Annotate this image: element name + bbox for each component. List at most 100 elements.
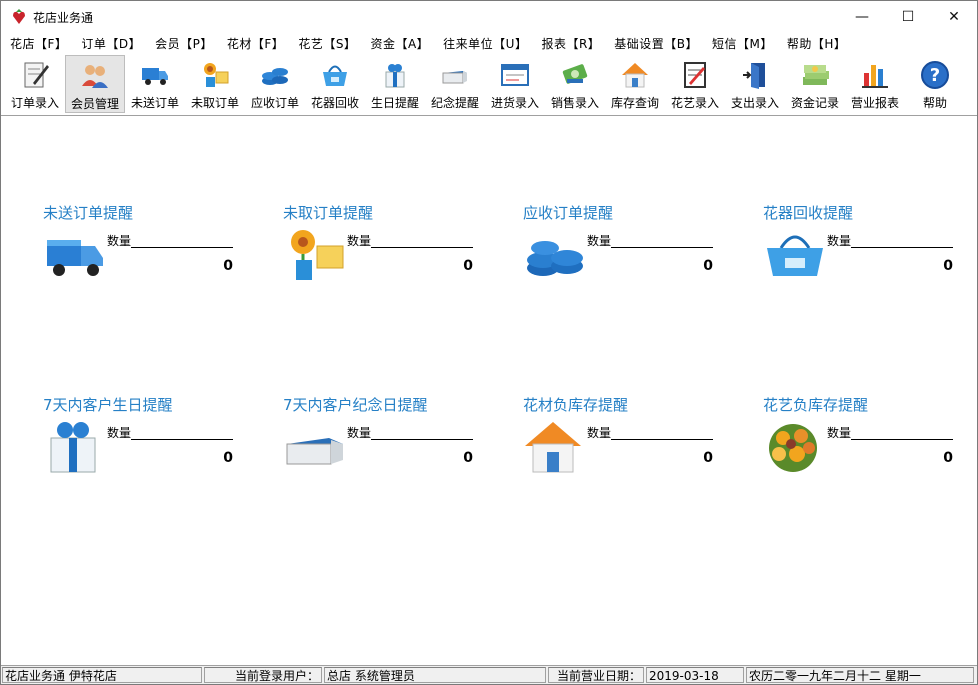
arrangement-entry-button[interactable]: 花艺录入 bbox=[665, 55, 725, 113]
member-icon bbox=[82, 65, 108, 88]
quantity-underline bbox=[371, 247, 473, 248]
card-unpicked-orders[interactable]: 未取订单提醒 数量 0 bbox=[283, 202, 483, 292]
card-container-recycle[interactable]: 花器回收提醒 数量 0 bbox=[763, 202, 963, 292]
card-title[interactable]: 未送订单提醒 bbox=[43, 204, 134, 222]
help-button[interactable]: ? 帮助 bbox=[905, 55, 965, 113]
quantity-value: 0 bbox=[703, 258, 713, 274]
purchase-form-icon bbox=[501, 64, 529, 86]
quantity-label: 数量 bbox=[107, 234, 132, 248]
basket-icon bbox=[767, 235, 823, 276]
maximize-button[interactable]: ☐ bbox=[885, 1, 931, 33]
quantity-underline bbox=[131, 439, 233, 440]
menu-funds[interactable]: 资金【A】 bbox=[370, 36, 430, 51]
dashboard: 未送订单提醒 数量 0 未取订单提醒 数量 0 应收订单提醒 数量 0 花器回收… bbox=[1, 116, 977, 661]
menu-arrangements[interactable]: 花艺【S】 bbox=[298, 36, 357, 51]
card-title[interactable]: 花艺负库存提醒 bbox=[763, 396, 869, 414]
card-title[interactable]: 7天内客户生日提醒 bbox=[43, 396, 173, 414]
quantity-label: 数量 bbox=[827, 234, 852, 248]
card-undelivered-orders[interactable]: 未送订单提醒 数量 0 bbox=[43, 202, 243, 292]
card-title[interactable]: 花材负库存提醒 bbox=[523, 396, 629, 414]
coins-icon bbox=[527, 241, 583, 276]
menu-help[interactable]: 帮助【H】 bbox=[786, 36, 847, 51]
menu-members[interactable]: 会员【P】 bbox=[155, 36, 213, 51]
quantity-value: 0 bbox=[943, 450, 953, 466]
anniversary-reminder-button[interactable]: 纪念提醒 bbox=[425, 55, 485, 113]
quantity-underline bbox=[851, 439, 953, 440]
quantity-value: 0 bbox=[223, 450, 233, 466]
quantity-value: 0 bbox=[943, 258, 953, 274]
unpicked-orders-button[interactable]: 未取订单 bbox=[185, 55, 245, 113]
status-user-label: 当前登录用户： bbox=[204, 667, 322, 683]
quantity-value: 0 bbox=[703, 450, 713, 466]
menu-orders[interactable]: 订单【D】 bbox=[81, 36, 142, 51]
close-button[interactable]: ✕ bbox=[931, 1, 977, 33]
minimize-icon: — bbox=[855, 9, 869, 25]
inventory-query-button[interactable]: 库存查询 bbox=[605, 55, 665, 113]
svg-text:?: ? bbox=[930, 65, 940, 86]
purchase-entry-button[interactable]: 进货录入 bbox=[485, 55, 545, 113]
house-icon bbox=[525, 422, 581, 473]
card-title[interactable]: 应收订单提醒 bbox=[523, 204, 614, 222]
menu-reports[interactable]: 报表【R】 bbox=[541, 36, 601, 51]
menu-florist[interactable]: 花店【F】 bbox=[10, 36, 68, 51]
receivable-orders-button[interactable]: 应收订单 bbox=[245, 55, 305, 113]
card-title[interactable]: 7天内客户纪念日提醒 bbox=[283, 396, 428, 414]
toolbar-label: 销售录入 bbox=[550, 96, 599, 110]
birthday-reminder-button[interactable]: 生日提醒 bbox=[365, 55, 425, 113]
menu-sms[interactable]: 短信【M】 bbox=[712, 36, 773, 51]
gift-icon bbox=[385, 64, 405, 88]
help-icon: ? bbox=[921, 61, 949, 89]
quantity-label: 数量 bbox=[827, 426, 852, 440]
menu-settings[interactable]: 基础设置【B】 bbox=[614, 36, 699, 51]
fund-records-button[interactable]: 资金记录 bbox=[785, 55, 845, 113]
house-icon bbox=[622, 63, 648, 88]
status-app: 花店业务通 伊特花店 bbox=[2, 667, 202, 683]
status-date-label: 当前营业日期： bbox=[548, 667, 644, 683]
quantity-value: 0 bbox=[463, 258, 473, 274]
menu-partners[interactable]: 往来单位【U】 bbox=[443, 36, 528, 51]
card-material-negative-stock[interactable]: 花材负库存提醒 数量 0 bbox=[523, 394, 723, 484]
sales-entry-button[interactable]: 销售录入 bbox=[545, 55, 605, 113]
undelivered-orders-button[interactable]: 未送订单 bbox=[125, 55, 185, 113]
quantity-label: 数量 bbox=[107, 426, 132, 440]
toolbar-label: 支出录入 bbox=[730, 96, 779, 110]
card-birthday-reminder[interactable]: 7天内客户生日提醒 数量 0 bbox=[43, 394, 243, 484]
member-management-button[interactable]: 会员管理 bbox=[65, 55, 125, 113]
menu-bar: 花店【F】 订单【D】 会员【P】 花材【F】 花艺【S】 资金【A】 往来单位… bbox=[1, 33, 977, 53]
toolbar-label: 会员管理 bbox=[70, 97, 119, 111]
toolbar-label: 生日提醒 bbox=[370, 96, 419, 110]
toolbar-label: 纪念提醒 bbox=[430, 96, 479, 110]
card-anniversary-reminder[interactable]: 7天内客户纪念日提醒 数量 0 bbox=[283, 394, 483, 484]
minimize-button[interactable]: — bbox=[839, 1, 885, 33]
quantity-label: 数量 bbox=[587, 426, 612, 440]
card-title[interactable]: 花器回收提醒 bbox=[763, 204, 854, 222]
business-report-button[interactable]: 营业报表 bbox=[845, 55, 905, 113]
status-date: 2019-03-18 bbox=[646, 667, 744, 683]
status-bar: 花店业务通 伊特花店 当前登录用户： 总店 系统管理员 当前营业日期： 2019… bbox=[1, 665, 977, 684]
card-title[interactable]: 未取订单提醒 bbox=[283, 204, 374, 222]
door-exit-icon bbox=[743, 63, 765, 89]
toolbar-label: 营业报表 bbox=[850, 96, 899, 110]
quantity-underline bbox=[131, 247, 233, 248]
order-entry-button[interactable]: 订单录入 bbox=[5, 55, 65, 113]
money-sales-icon bbox=[562, 64, 588, 84]
container-recycle-button[interactable]: 花器回收 bbox=[305, 55, 365, 113]
maximize-icon: ☐ bbox=[901, 9, 915, 25]
order-entry-icon bbox=[24, 62, 49, 88]
menu-materials[interactable]: 花材【F】 bbox=[226, 36, 285, 51]
toolbar-label: 应收订单 bbox=[250, 96, 299, 110]
close-icon: ✕ bbox=[948, 9, 960, 25]
quantity-label: 数量 bbox=[587, 234, 612, 248]
notepad-icon bbox=[684, 62, 706, 88]
quantity-value: 0 bbox=[463, 450, 473, 466]
status-user: 总店 系统管理员 bbox=[324, 667, 546, 683]
status-lunar-date: 农历二零一九年二月十二 星期一 bbox=[746, 667, 974, 683]
card-arrangement-negative-stock[interactable]: 花艺负库存提醒 数量 0 bbox=[763, 394, 963, 484]
expense-entry-button[interactable]: 支出录入 bbox=[725, 55, 785, 113]
toolbar: 订单录入 会员管理 未送订单 未取订单 应收订单 花器回收 生日提醒 纪念提醒 bbox=[1, 53, 977, 116]
quantity-value: 0 bbox=[223, 258, 233, 274]
card-receivable-orders[interactable]: 应收订单提醒 数量 0 bbox=[523, 202, 723, 292]
toolbar-label: 进货录入 bbox=[490, 96, 539, 110]
toolbar-label: 未送订单 bbox=[130, 96, 179, 110]
